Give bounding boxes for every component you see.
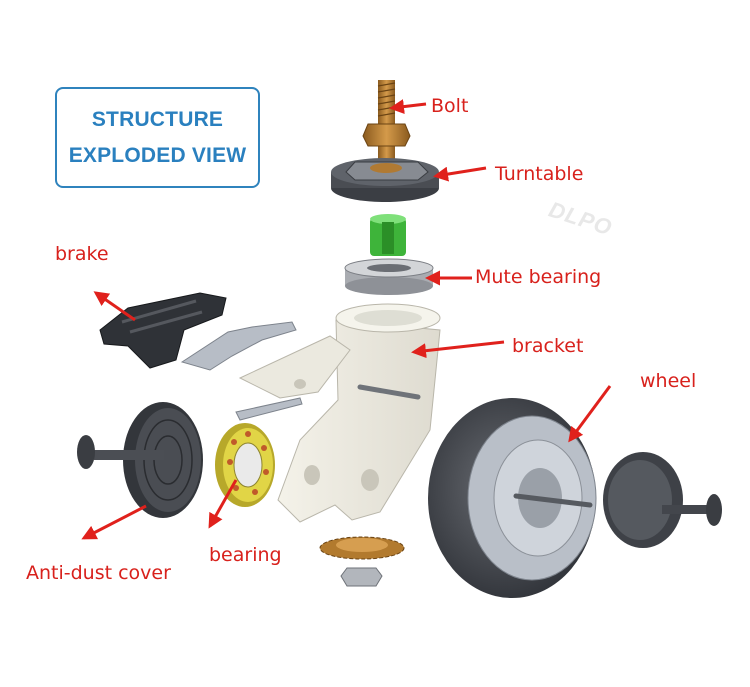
wheel-part [428,398,597,598]
arrow-bearing [208,479,238,529]
bolt-part [362,80,411,165]
title-box: STRUCTURE EXPLODED VIEW [55,87,260,188]
title-line-2: EXPLODED VIEW [68,143,247,167]
label-mute-bearing: Mute bearing [475,266,602,288]
callout-arrows [81,99,612,540]
bracket-part [238,303,441,523]
brake-part [99,292,227,369]
arrow-brake [93,291,136,322]
title-line-1: STRUCTURE [91,107,224,131]
anti-dust-cover-left-part [77,402,203,518]
arrow-anti-dust-cover [81,504,147,540]
label-bearing: bearing [209,544,282,566]
arrow-wheel [568,385,612,443]
label-bolt: Bolt [431,95,469,117]
arrow-turntable [433,166,487,182]
turntable-part [331,158,439,202]
linkage-part [180,321,303,421]
washer-nut-part [319,536,405,587]
label-brake: brake [55,243,109,265]
anti-dust-cover-right-part [603,452,722,548]
label-turntable: Turntable [495,163,584,185]
bushing-part [370,214,406,256]
mute-bearing-part [344,258,434,295]
ball-bearing-part [215,423,275,507]
label-bracket: bracket [512,335,584,357]
arrow-bracket [411,340,505,359]
label-anti-dust-cover: Anti-dust cover [26,562,171,584]
arrow-bolt [389,99,427,115]
label-wheel: wheel [640,370,697,392]
